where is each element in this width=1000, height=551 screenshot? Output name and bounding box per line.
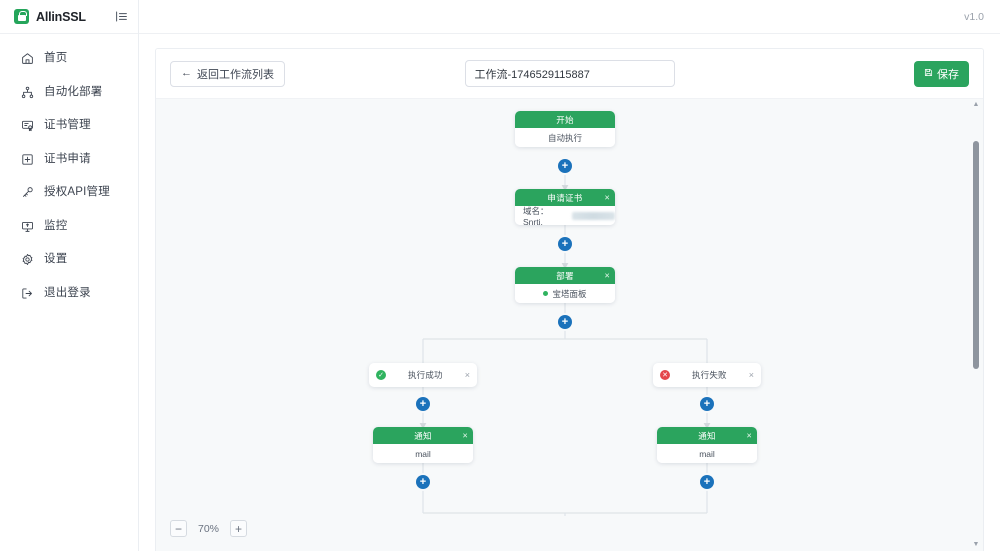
- workflow-toolbar: ← 返回工作流列表 保存: [156, 49, 983, 99]
- sidebar-item-certificate-apply[interactable]: 证书申请: [0, 143, 138, 177]
- add-node-button-after-deploy[interactable]: +: [558, 315, 572, 329]
- flow-node-apply-certificate[interactable]: 申请证书 × 域名：Snrtj.: [515, 189, 615, 225]
- add-node-button-failure-branch[interactable]: +: [700, 397, 714, 411]
- save-button-label: 保存: [937, 68, 959, 81]
- flow-node-notify-failure[interactable]: 通知 × mail: [657, 427, 757, 463]
- masked-domain-value: [571, 211, 615, 220]
- node-title: 通知: [698, 430, 716, 441]
- workflow-canvas[interactable]: 开始 自动执行 + 申请证书 × 域名：S: [156, 99, 983, 551]
- node-header: 开始: [515, 111, 615, 128]
- back-to-workflow-list-button[interactable]: ← 返回工作流列表: [170, 60, 285, 87]
- sidebar-item-logout[interactable]: 退出登录: [0, 277, 138, 311]
- zoom-control: − 70% +: [170, 520, 248, 537]
- plus-square-icon: [21, 153, 34, 166]
- sidebar-item-api-authorization[interactable]: 授权API管理: [0, 176, 138, 210]
- arrow-left-icon: ←: [181, 67, 192, 79]
- error-circle-icon: ✕: [660, 370, 670, 380]
- add-node-button-after-apply[interactable]: +: [558, 237, 572, 251]
- allinssl-logo-icon: [14, 9, 29, 24]
- node-body: 自动执行: [515, 128, 615, 147]
- node-subtitle: mail: [699, 448, 715, 459]
- sidebar-item-settings[interactable]: 设置: [0, 243, 138, 277]
- flow-condition-success[interactable]: ✓ 执行成功 ×: [369, 363, 477, 387]
- scroll-down-arrow-icon[interactable]: ▼: [972, 541, 980, 548]
- scrollbar-track[interactable]: [969, 111, 983, 539]
- close-icon[interactable]: ×: [746, 430, 752, 440]
- node-header: 申请证书 ×: [515, 189, 615, 206]
- close-icon[interactable]: ×: [604, 192, 610, 202]
- add-node-button-after-notify-success[interactable]: +: [416, 475, 430, 489]
- sidebar-item-monitoring[interactable]: 监控: [0, 210, 138, 244]
- sidebar-item-label: 首页: [44, 52, 68, 64]
- node-title: 开始: [556, 114, 574, 125]
- certificate-icon: [21, 119, 34, 132]
- node-body: mail: [657, 444, 757, 463]
- node-title: 通知: [414, 430, 432, 441]
- main-area: v1.0 ← 返回工作流列表: [139, 0, 1000, 551]
- sidebar-nav: 首页 自动化部署: [0, 34, 138, 310]
- condition-label: 执行失败: [691, 370, 727, 380]
- zoom-out-button[interactable]: −: [170, 520, 187, 537]
- sidebar: AllinSSL 首页: [0, 0, 139, 551]
- node-body: mail: [373, 444, 473, 463]
- node-title: 部署: [556, 270, 574, 281]
- node-body: 宝塔面板: [515, 284, 615, 303]
- add-node-button-after-notify-failure[interactable]: +: [700, 475, 714, 489]
- menu-fold-icon[interactable]: [115, 10, 128, 23]
- home-icon: [21, 52, 34, 65]
- node-header: 通知 ×: [657, 427, 757, 444]
- node-header: 通知 ×: [373, 427, 473, 444]
- sidebar-item-label: 授权API管理: [44, 186, 110, 198]
- brand-name: AllinSSL: [36, 9, 86, 24]
- app-version: v1.0: [964, 10, 984, 23]
- save-icon: [924, 68, 933, 80]
- top-bar: v1.0: [139, 0, 1000, 34]
- scrollbar-thumb[interactable]: [973, 141, 979, 369]
- close-icon[interactable]: ×: [748, 370, 754, 380]
- sidebar-item-label: 自动化部署: [44, 85, 103, 98]
- flow-node-deploy[interactable]: 部署 × 宝塔面板: [515, 267, 615, 303]
- key-icon: [21, 186, 34, 199]
- canvas-vertical-scrollbar[interactable]: ▲ ▼: [969, 99, 983, 551]
- workflow-panel: ← 返回工作流列表 保存: [155, 48, 984, 551]
- close-icon[interactable]: ×: [604, 270, 610, 280]
- close-icon[interactable]: ×: [464, 370, 470, 380]
- logout-icon: [21, 287, 34, 300]
- node-subtitle: 宝塔面板: [552, 288, 587, 299]
- content-wrapper: ← 返回工作流列表 保存: [139, 34, 1000, 551]
- sidebar-item-home[interactable]: 首页: [0, 42, 138, 76]
- node-subtitle: 自动执行: [547, 132, 582, 143]
- sidebar-item-label: 证书申请: [44, 152, 91, 165]
- sidebar-item-label: 设置: [44, 253, 68, 265]
- node-header: 部署 ×: [515, 267, 615, 284]
- zoom-level-label: 70%: [198, 522, 220, 535]
- sidebar-item-certificate-management[interactable]: 证书管理: [0, 109, 138, 143]
- add-node-button-success-branch[interactable]: +: [416, 397, 430, 411]
- close-icon[interactable]: ×: [462, 430, 468, 440]
- sitemap-icon: [21, 86, 34, 99]
- sidebar-item-label: 证书管理: [44, 119, 91, 131]
- condition-label: 执行成功: [407, 370, 443, 380]
- flow-node-notify-success[interactable]: 通知 × mail: [373, 427, 473, 463]
- gear-icon: [21, 253, 34, 266]
- status-dot-icon: [543, 291, 549, 296]
- zoom-in-button[interactable]: +: [230, 520, 248, 537]
- save-button[interactable]: 保存: [914, 60, 969, 87]
- monitor-icon: [21, 220, 34, 233]
- flow-node-start[interactable]: 开始 自动执行: [515, 111, 615, 147]
- flow-condition-failure[interactable]: ✕ 执行失败 ×: [653, 363, 761, 387]
- add-node-button-after-start[interactable]: +: [558, 159, 572, 173]
- workflow-name-input[interactable]: [464, 60, 675, 87]
- back-button-label: 返回工作流列表: [197, 68, 274, 81]
- node-subtitle: 域名：Snrtj.: [523, 205, 549, 226]
- sidebar-item-label: 退出登录: [44, 286, 91, 299]
- brand-header: AllinSSL: [0, 0, 138, 34]
- scroll-up-arrow-icon[interactable]: ▲: [972, 101, 980, 108]
- sidebar-item-automation[interactable]: 自动化部署: [0, 76, 138, 110]
- node-subtitle: mail: [415, 448, 431, 459]
- sidebar-item-label: 监控: [44, 219, 68, 232]
- node-title: 申请证书: [547, 192, 583, 203]
- node-body: 域名：Snrtj.: [515, 206, 615, 225]
- check-circle-icon: ✓: [376, 370, 386, 380]
